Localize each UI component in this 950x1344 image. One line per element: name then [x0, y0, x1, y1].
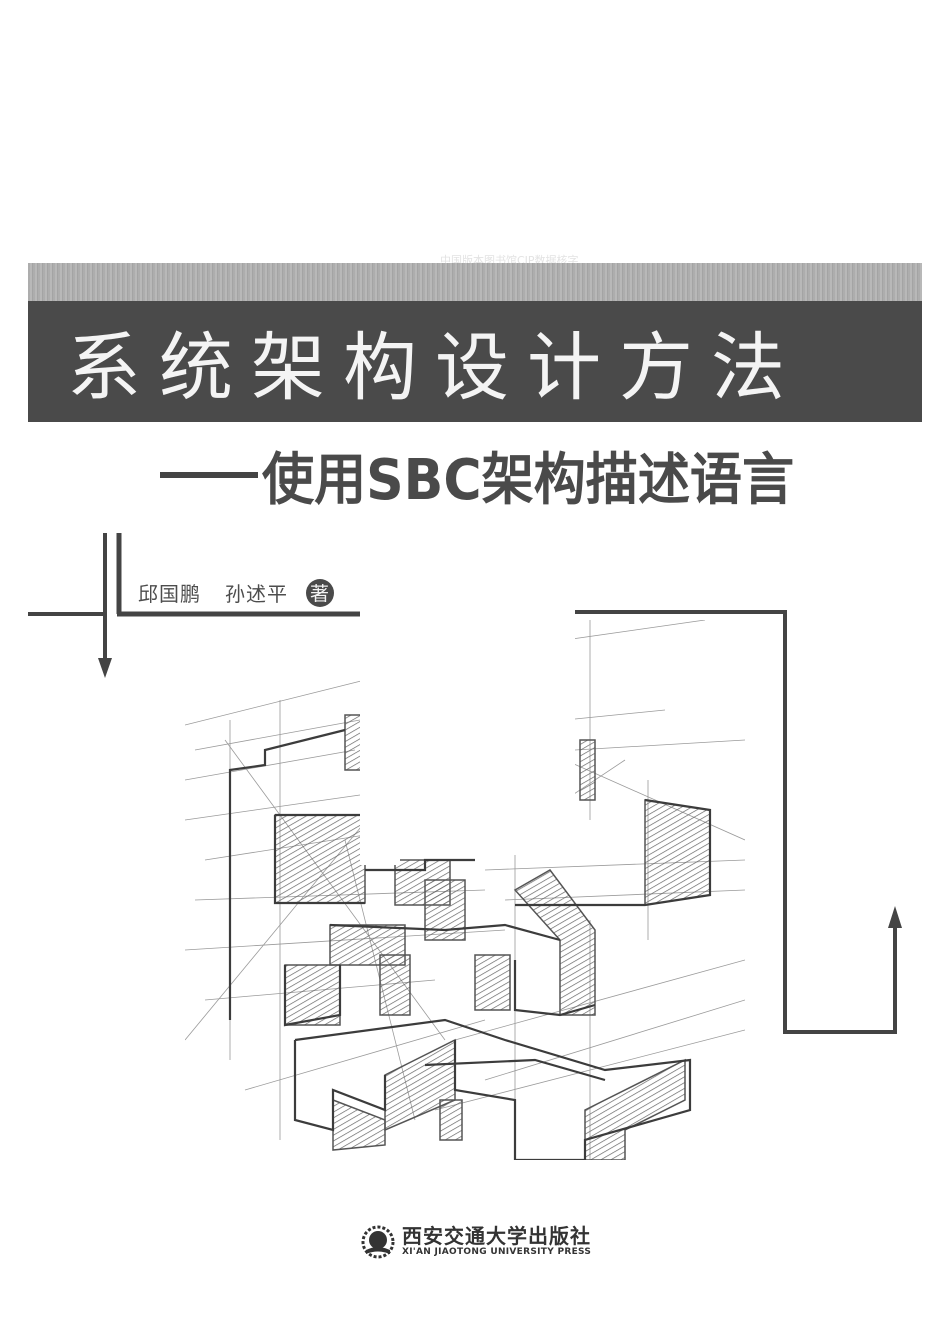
subtitle-row: 使用SBC架构描述语言: [160, 440, 834, 513]
down-arrow-icon: [98, 658, 112, 678]
up-arrow-icon: [888, 906, 902, 928]
title-band: [28, 301, 922, 422]
author-name: 邱国鹏: [138, 582, 201, 606]
block-sketch-illustration: [185, 620, 745, 1160]
publisher-block: 西安交通大学出版社 XI'AN JIAOTONG UNIVERSITY PRES…: [360, 1224, 591, 1260]
publisher-name-cn: 西安交通大学出版社: [402, 1224, 591, 1248]
author-name: 孙述平: [225, 582, 288, 606]
author-role-badge: 著: [306, 578, 334, 607]
author-line: 邱国鹏 孙述平 著: [138, 578, 334, 607]
book-subtitle: 使用SBC架构描述语言: [262, 447, 795, 513]
subtitle-dash: [160, 472, 258, 478]
book-title: 系统架构设计方法: [67, 325, 803, 411]
gear-book-emblem-icon: [361, 1225, 395, 1259]
title-texture-band: [28, 263, 922, 301]
publisher-name-en: XI'AN JIAOTONG UNIVERSITY PRESS: [402, 1247, 592, 1257]
